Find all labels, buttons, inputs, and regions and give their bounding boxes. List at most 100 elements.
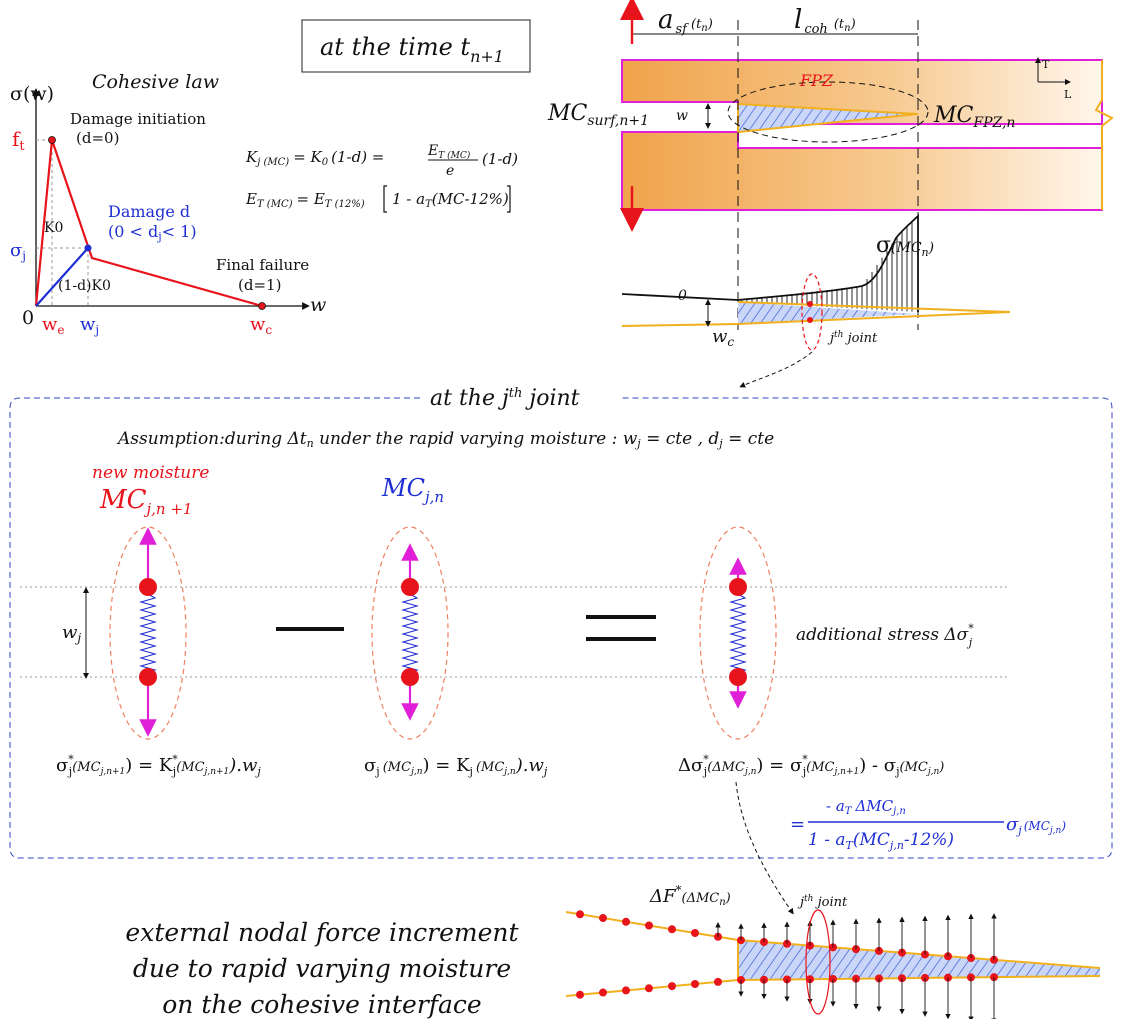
bottom-joint-ellipse (805, 909, 831, 1015)
bottom-line-2: due to rapid varying moisture (133, 954, 511, 983)
svg-text:we: we (42, 314, 65, 337)
profile-upper-edge (737, 301, 1011, 313)
joint-pointer (739, 351, 813, 388)
svg-text:ET (MC): ET (MC) (427, 143, 471, 161)
eq1-tail: (1-d) (482, 150, 518, 168)
svg-text:(0 < dj< 1): (0 < dj< 1) (108, 222, 197, 243)
bottom-node-upper (599, 914, 607, 923)
w-axis-label: w (310, 294, 326, 316)
assumption-text: Assumption:during Δt (116, 429, 307, 449)
stress-hatch-lines (741, 222, 913, 312)
svg-text:wj: wj (62, 622, 81, 645)
bottom-line-1: external nodal force increment (125, 918, 519, 947)
svg-text:Δσ*j(ΔMCj,n) = σ*j(MCj,n+1) -: Δσ*j(ΔMCj,n) = σ*j(MCj,n+1) - σj(MCj,n) (678, 753, 944, 778)
ft-label: f (12, 127, 21, 151)
svg-text:wc: wc (250, 314, 272, 337)
spring-node-bottom (139, 668, 157, 686)
eq1-den: e (446, 163, 454, 179)
bottom-node-lower (645, 984, 653, 993)
profile-lower-edge (621, 323, 739, 327)
svg-text:at the time tn+1: at the time tn+1 (320, 33, 504, 66)
lcoh-label: l (794, 5, 802, 35)
damage-d-label: Damage d (108, 202, 190, 221)
svg-text:additional stress Δσ*j: additional stress Δσ*j (796, 622, 974, 649)
profile-crack-fill (738, 302, 918, 324)
bottom-node-lower (714, 977, 722, 986)
sigmaj-label: σ (10, 240, 22, 261)
to-bottom-pointer (735, 781, 794, 915)
sigma-mcn-label: σ (876, 233, 891, 258)
jth-joint-label: j (827, 331, 834, 346)
spring-node-top (401, 578, 419, 596)
damage-initiation-point (48, 136, 56, 144)
origin-label: 0 (22, 307, 34, 329)
wc-profile-label: w (712, 326, 728, 347)
springs-group (109, 526, 777, 740)
svg-text:jth joint: jth joint (827, 330, 878, 346)
wj-label: w (80, 314, 96, 335)
bottom-node-lower (691, 980, 699, 988)
asf-label: a (658, 5, 674, 35)
eq1-num: E (427, 143, 438, 159)
axis-l-label: L (1064, 88, 1072, 101)
mc-old-label: MC (381, 474, 425, 502)
specimen-lower-half (621, 131, 1103, 211)
final-failure-point (258, 302, 266, 310)
svg-text:at the jth joint: at the jth joint (430, 386, 580, 411)
svg-text:ft: ft (12, 127, 25, 154)
new-moisture-label: new moisture (92, 463, 209, 483)
damage-initiation-d: (d=0) (76, 129, 119, 147)
stiffness-equations: Kj (MC)= K0(1-d) = ET (MC) e (1-d) ET (M… (245, 143, 518, 213)
spring-node-top (729, 578, 747, 596)
nodal-force-section: external nodal force increment due to ra… (125, 883, 1101, 1019)
svg-text:σ*j(MCj,n+1) = K*j(MCj,n+1).wj: σ*j(MCj,n+1) = K*j(MCj,n+1).wj (56, 753, 261, 778)
wc-label: w (250, 314, 266, 335)
svg-text:1 - aT(MCj,n-12%): 1 - aT(MCj,n-12%) (808, 830, 954, 852)
we-label: w (42, 314, 58, 335)
mc-new-label: MC (99, 485, 147, 515)
spring-coil (400, 593, 420, 673)
svg-text:ΔF*(ΔMCn): ΔF*(ΔMCn) (649, 883, 731, 908)
eq-b-sigma: σ (364, 755, 376, 776)
bottom-upper-edge-2 (737, 939, 1101, 969)
zero-label: 0 (678, 288, 687, 304)
fpz-ellipse (727, 81, 929, 143)
spring-ellipse (371, 526, 449, 740)
time-box-text: at the time t (320, 33, 470, 61)
fpz-label: FPZ (799, 71, 834, 90)
cohesive-law-curve (34, 139, 263, 308)
bottom-node-upper (645, 921, 653, 930)
joint-node-top (807, 301, 813, 307)
spring-coil (728, 593, 748, 673)
mc-surf-label: MC (547, 101, 588, 126)
joint-ellipse (801, 273, 823, 351)
profile-lower-edge-2 (737, 311, 1011, 325)
svg-text:ET (MC)= ET (12%): ET (MC)= ET (12%) (245, 190, 365, 210)
damage-initiation-label: Damage initiation (70, 110, 206, 128)
eq2-bracket-right (507, 185, 511, 213)
bottom-node-upper (622, 917, 630, 926)
cohesive-law-title: Cohesive law (92, 71, 219, 93)
mc-fpz-label: MC (933, 103, 974, 128)
delta-f-label: ΔF (649, 886, 677, 907)
svg-text:σj(MCj,n) = Kj(MCj,n).wj: σj(MCj,n) = Kj(MCj,n).wj (364, 755, 548, 778)
bottom-jth-joint: j (797, 895, 804, 910)
spring-coil (138, 593, 158, 673)
k-damaged-label: (1-d)K0 (58, 278, 111, 294)
svg-text:σj(MCj,n): σj(MCj,n) (1006, 814, 1066, 837)
eq-d-numerator: - a (826, 797, 845, 815)
svg-text:Assumption:during Δtn under th: Assumption:during Δtn under the rapid va… (116, 429, 774, 450)
joint-panel: at the jth joint Assumption:during Δtn u… (9, 386, 1113, 915)
eq2-lhs: E (245, 190, 257, 208)
additional-stress-label: additional stress Δσ (796, 625, 969, 645)
svg-text:jth joint: jth joint (797, 894, 848, 910)
svg-text:wj: wj (80, 314, 99, 337)
svg-text:1 - aT(MC-12%): 1 - aT(MC-12%) (392, 190, 509, 210)
fpz-crack (737, 102, 919, 134)
axis-t-label: T (1042, 58, 1050, 71)
damage-point (84, 244, 92, 252)
